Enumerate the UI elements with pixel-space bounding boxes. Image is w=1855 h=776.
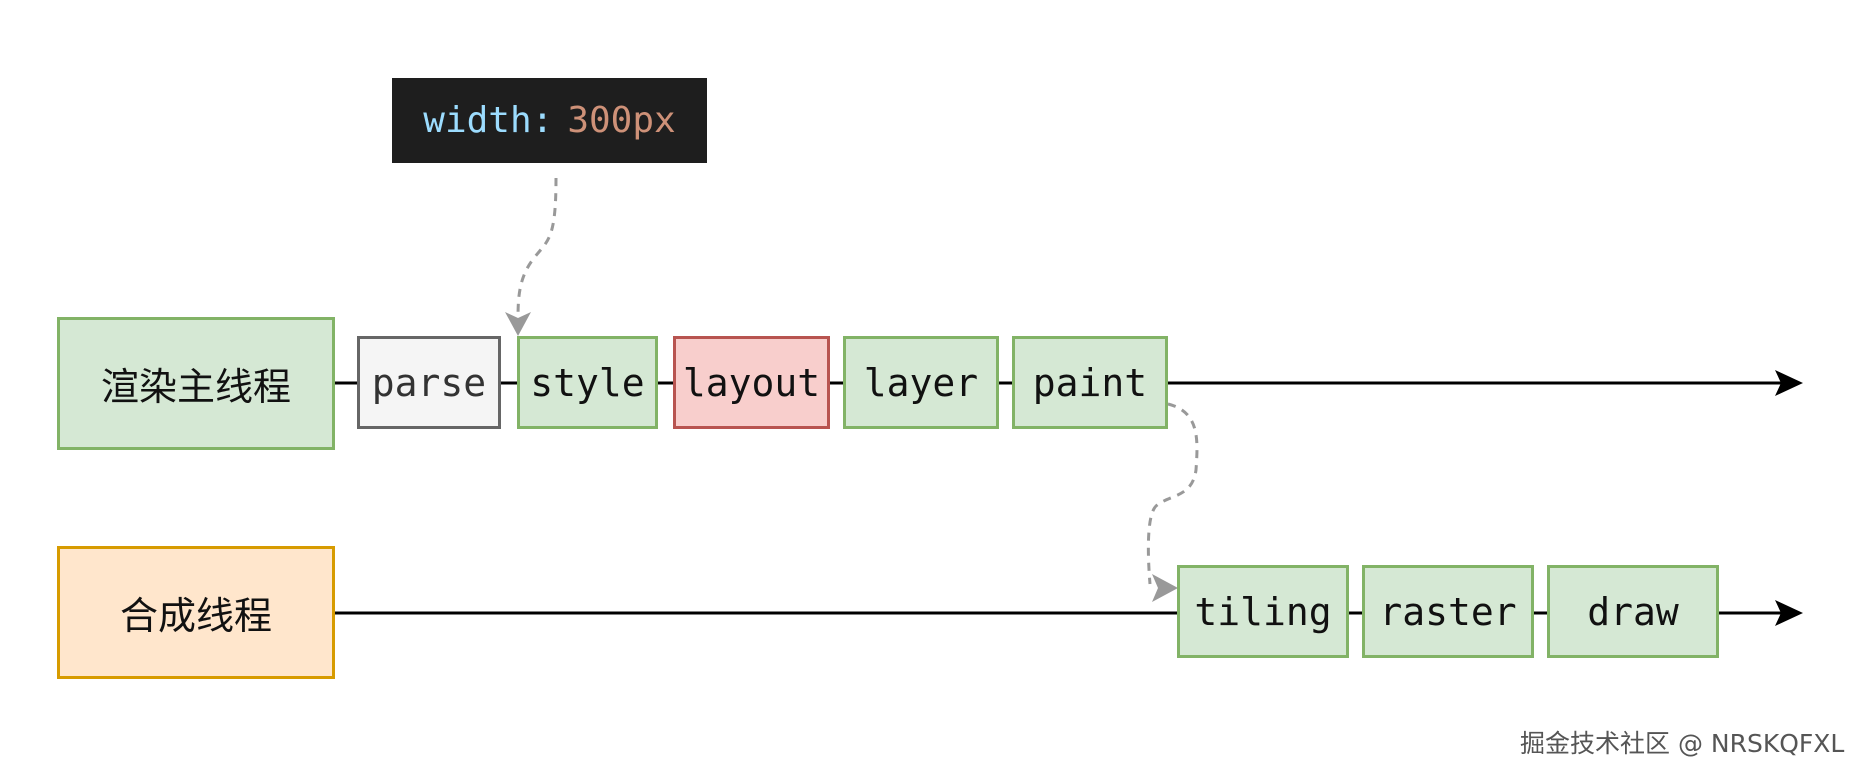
step-raster: raster (1362, 565, 1534, 658)
dashed-arrow-paint-to-tiling (1146, 402, 1199, 585)
compositor-thread-label: 合成线程 (57, 546, 335, 679)
step-layout: layout (673, 336, 830, 429)
step-layer: layer (843, 336, 999, 429)
dashed-arrowhead-style (505, 312, 531, 336)
main-thread-arrowhead (1775, 370, 1803, 396)
css-declaration-box: width: 300px (392, 78, 707, 163)
watermark: 掘金技术社区 @ NRSKQFXL (1520, 729, 1845, 758)
step-tiling: tiling (1177, 565, 1349, 658)
css-property: width: (423, 100, 554, 141)
main-thread-label: 渲染主线程 (57, 317, 335, 450)
step-style: style (517, 336, 658, 429)
step-paint: paint (1012, 336, 1168, 429)
css-value: 300px (567, 100, 676, 141)
dashed-arrowhead-tiling (1152, 574, 1178, 602)
step-parse: parse (357, 336, 501, 429)
compositor-thread-arrowhead (1775, 600, 1803, 626)
step-draw: draw (1547, 565, 1719, 658)
dashed-arrow-code-to-style (516, 177, 558, 323)
